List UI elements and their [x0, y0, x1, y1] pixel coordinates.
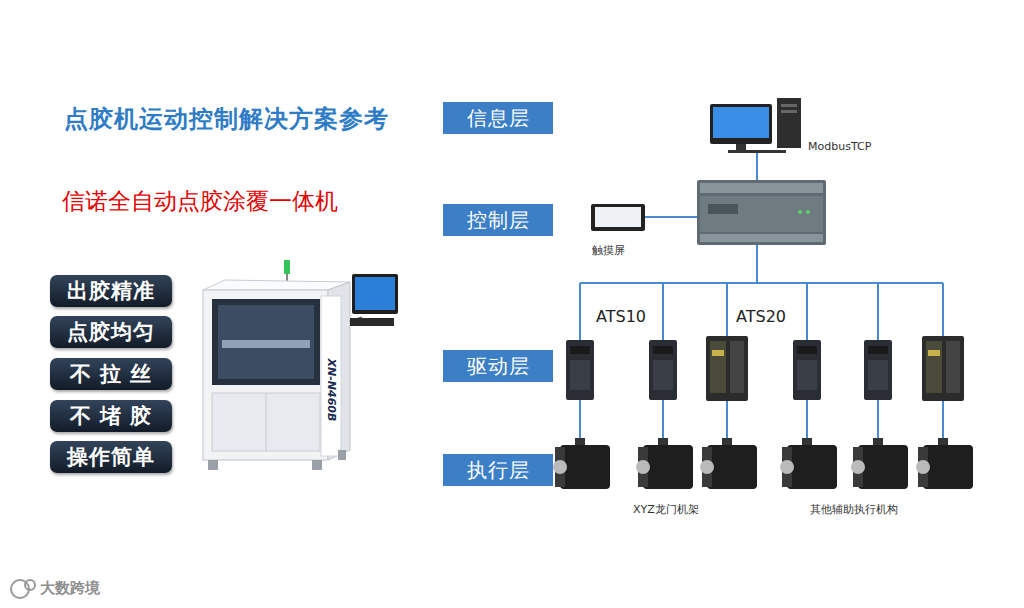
watermark: 大数跨境 [40, 579, 100, 598]
servo-motor [636, 438, 693, 489]
layer-band: 执行层 [443, 454, 553, 486]
protocol-label: ModbusTCP [808, 140, 871, 153]
diagram-title: 点胶机运动控制解决方案参考 [64, 103, 389, 135]
door-seam [266, 393, 267, 451]
pc-stand [736, 144, 746, 150]
touchscreen-icon [591, 204, 645, 231]
node-text: 操作简单 [67, 443, 155, 471]
drive-model: ATS20 [736, 307, 786, 326]
wire [942, 401, 944, 440]
product-name: 信诺全自动点胶涂覆一体机 [62, 186, 338, 217]
node-text: 不 堵 胶 [70, 402, 153, 430]
servo-motor [553, 438, 610, 489]
side-panel [321, 296, 341, 456]
feature-pill: 操作简单 [50, 441, 172, 473]
plc-led [798, 210, 802, 214]
wire [942, 283, 944, 336]
node-text: 点胶均匀 [67, 318, 155, 346]
feature-pill: 点胶均匀 [50, 316, 172, 348]
monitor [352, 274, 398, 314]
pc-monitor [710, 104, 772, 144]
wire [756, 244, 758, 283]
layer-band: 信息层 [443, 102, 553, 134]
machine-door [212, 393, 320, 451]
keyboard [350, 318, 394, 326]
servo-drive-large [922, 336, 964, 401]
wire [662, 400, 664, 440]
machine-front [203, 290, 328, 460]
servo-drive-large [706, 336, 748, 401]
wire [726, 401, 728, 440]
plc-led [806, 210, 810, 214]
node-text: 出胶精准 [67, 277, 155, 305]
wire [877, 283, 879, 340]
servo-motor [780, 438, 837, 489]
servo-motors [553, 438, 973, 489]
monitor-screen [355, 277, 395, 310]
group-label: 其他辅助执行机构 [810, 502, 898, 517]
node-text: 控制层 [467, 207, 530, 234]
device-label: 触摸屏 [592, 243, 625, 258]
pc-tower [777, 98, 801, 148]
wire [645, 216, 698, 218]
wire [806, 400, 808, 440]
pc-bay [781, 104, 797, 107]
servo-drives [566, 336, 964, 401]
servo-drive [649, 340, 677, 400]
layer-band: 控制层 [443, 204, 553, 236]
servo-motor [700, 438, 757, 489]
feature-pill: 不 堵 胶 [50, 400, 172, 432]
servo-motor [916, 438, 973, 489]
wire [877, 400, 879, 440]
feature-pill: 不 拉 丝 [50, 358, 172, 390]
pc-base [728, 150, 786, 153]
machine-top [203, 280, 350, 290]
layer-band: 驱动层 [443, 350, 553, 382]
group-label: XYZ龙门机架 [633, 502, 699, 517]
servo-drive [793, 340, 821, 400]
servo-drive [864, 340, 892, 400]
plc-terminal [700, 234, 823, 242]
watermark-logo [11, 580, 35, 598]
machine-foot [338, 450, 346, 460]
machine-foot [208, 460, 218, 470]
hmi-frame [591, 204, 645, 231]
feature-pill: 出胶精准 [50, 275, 172, 307]
servo-motor [851, 438, 908, 489]
wire [726, 283, 728, 336]
bus [580, 282, 943, 284]
wires [580, 152, 943, 440]
node-text: 信息层 [467, 105, 530, 132]
plc-terminal [700, 183, 823, 193]
plc-body [697, 180, 826, 245]
pc-bay [781, 110, 797, 113]
wire [662, 283, 664, 340]
drive-model: ATS10 [596, 307, 646, 326]
wire [756, 152, 758, 181]
model-number: XN-N460B [325, 359, 338, 422]
machine-window-inner [218, 305, 314, 379]
node-text: 不 拉 丝 [70, 360, 153, 388]
machine-foot [312, 460, 322, 470]
machine-window [212, 299, 320, 385]
plc-face [700, 196, 823, 232]
wire [806, 283, 808, 340]
servo-drive [566, 340, 594, 400]
wire [579, 400, 581, 440]
computer-icon [710, 98, 801, 153]
wire [579, 283, 581, 340]
pc-screen [713, 107, 769, 138]
node-text: 执行层 [467, 457, 530, 484]
node-text: 驱动层 [467, 353, 530, 380]
machine-gantry [222, 340, 310, 348]
plc-leds [708, 204, 738, 214]
machine-illustration [203, 260, 398, 470]
beacon [284, 260, 290, 274]
hmi-screen [595, 207, 641, 227]
plc-icon [697, 180, 826, 245]
